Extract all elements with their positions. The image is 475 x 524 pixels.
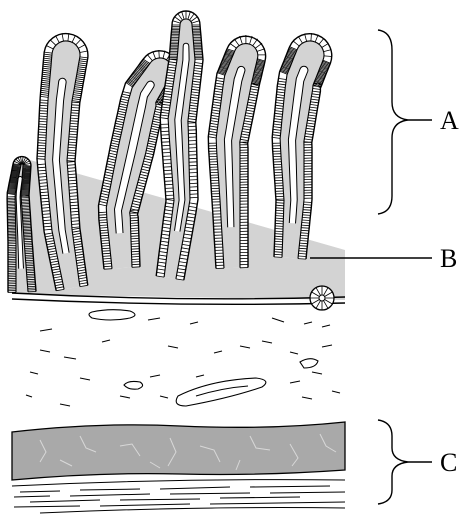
submucosa-layer xyxy=(26,310,340,406)
muscularis-externa xyxy=(12,422,345,513)
bracket-a xyxy=(378,30,408,214)
label-a: A xyxy=(440,106,459,135)
label-c: C xyxy=(440,448,457,477)
muscularis-mucosae-line-2 xyxy=(12,299,345,304)
label-b: B xyxy=(440,244,457,273)
crypt-cross-section xyxy=(310,286,334,310)
villus-6 xyxy=(272,33,332,259)
circular-muscle-layer xyxy=(12,422,345,480)
villi-group xyxy=(7,11,332,293)
bracket-c xyxy=(378,420,408,504)
